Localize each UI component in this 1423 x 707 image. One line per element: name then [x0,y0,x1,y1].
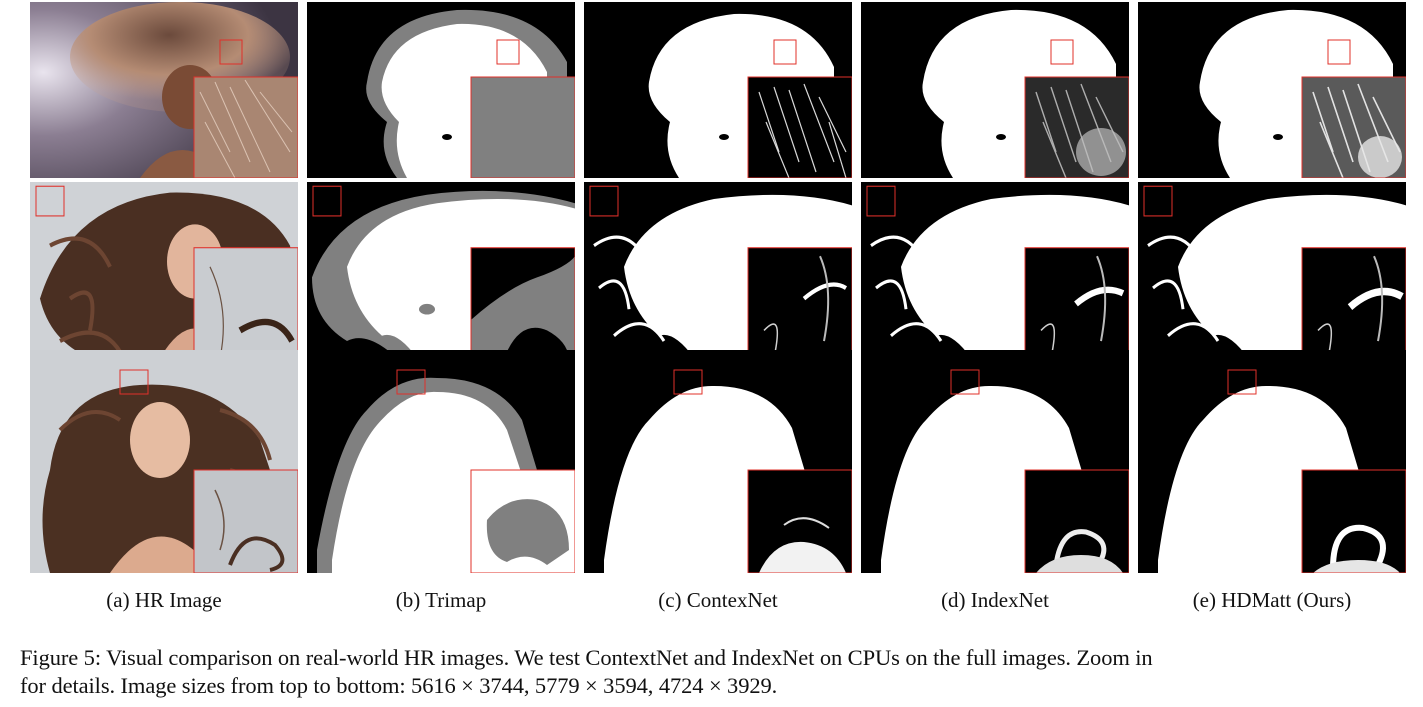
hr-image-row-1 [30,2,298,178]
hr-image-row-2 [30,182,298,358]
figure-caption-line-1: Figure 5: Visual comparison on real-worl… [20,645,1153,670]
caption-contextnet: (c) ContexNet [658,588,778,612]
caption-indexnet: (d) IndexNet [941,588,1049,612]
hdmatt-row-2 [1138,182,1406,358]
hr-image-row-3 [30,350,298,573]
trimap-row-2 [307,182,575,358]
caption-trimap: (b) Trimap [395,588,487,612]
hdmatt-row-3 [1138,350,1406,573]
indexnet-row-1 [861,2,1129,178]
figure-caption-line-2: for details. Image sizes from top to bot… [20,673,778,698]
hdmatt-row-1 [1138,2,1406,178]
trimap-row-1 [307,2,575,178]
trimap-row-3 [307,350,575,573]
contextnet-row-1 [584,2,852,178]
caption-hr-image: (a) HR Image [106,588,222,612]
indexnet-row-3 [861,350,1129,573]
indexnet-row-2 [861,182,1129,358]
figure-caption: Figure 5: Visual comparison on real-worl… [20,644,1420,700]
contextnet-row-2 [584,182,852,358]
figure-grid [30,2,1406,573]
column-captions: (a) HR Image (b) Trimap (c) ContexNet (d… [0,585,1423,615]
caption-hdmatt: (e) HDMatt (Ours) [1192,588,1352,612]
contextnet-row-3 [584,350,852,573]
